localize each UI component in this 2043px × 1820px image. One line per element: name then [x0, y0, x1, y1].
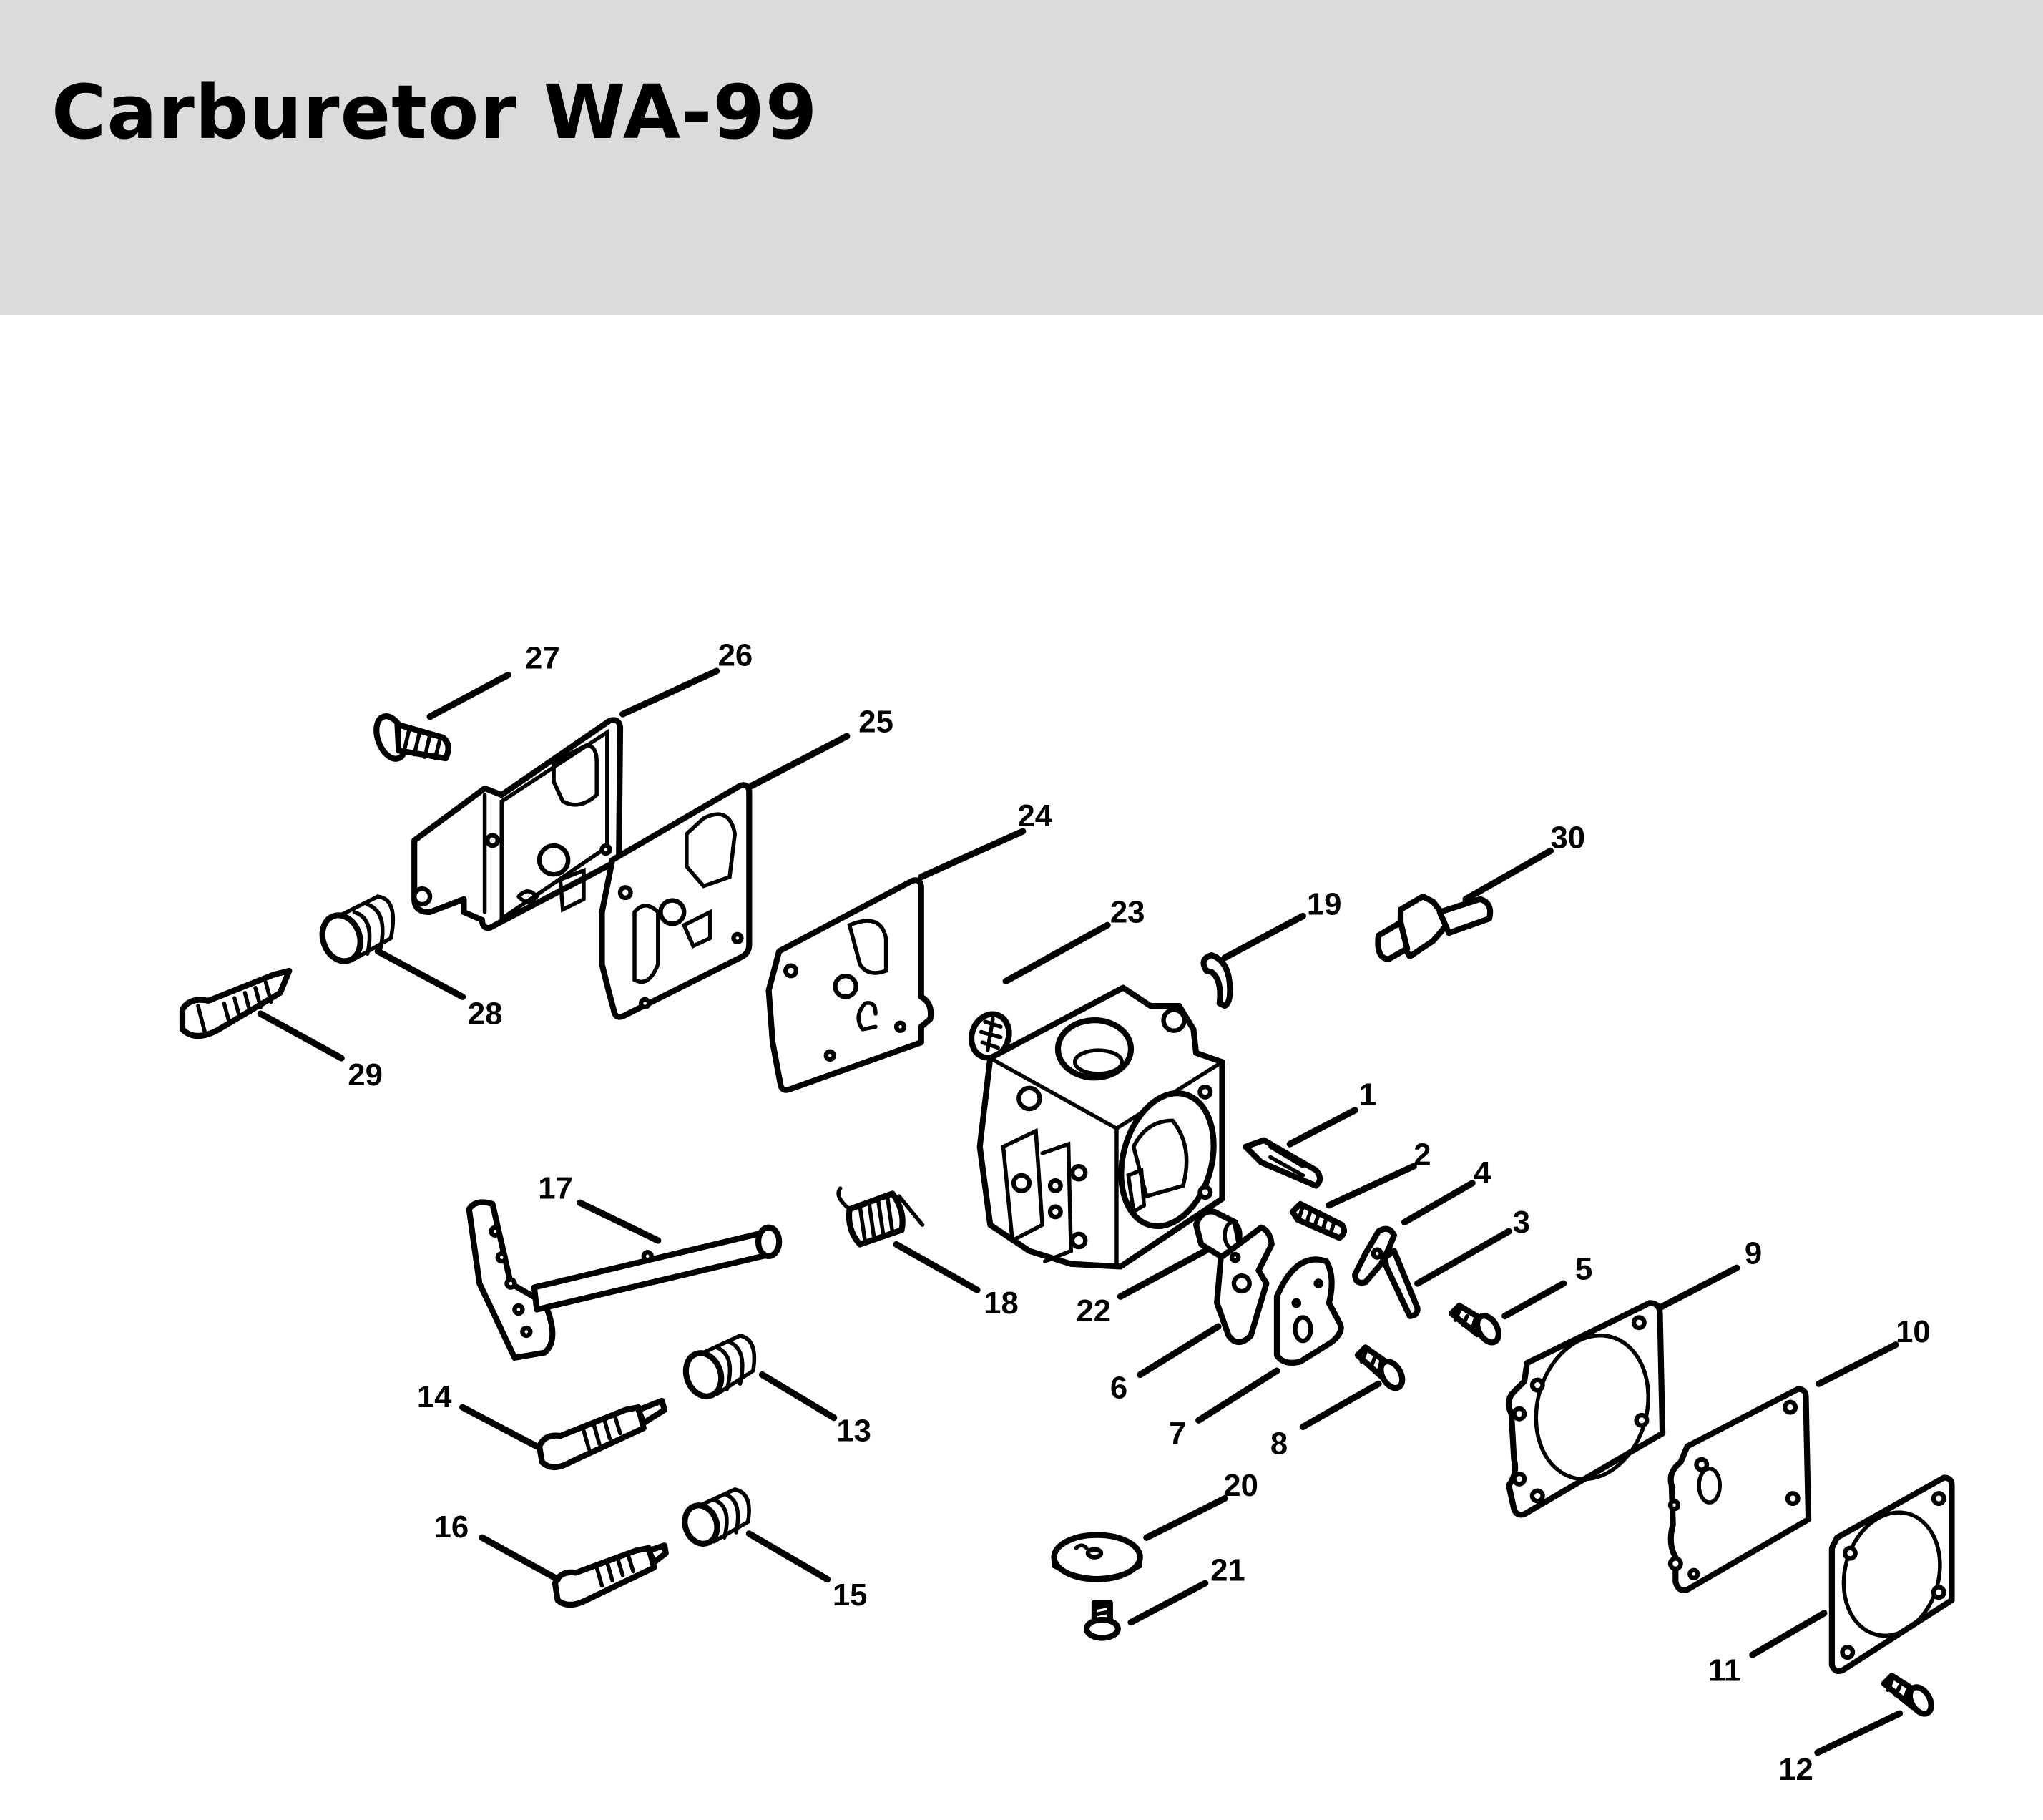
callout-30[interactable]: 30 [1550, 821, 1585, 856]
part-1-inlet-needle[interactable] [1243, 1137, 1323, 1189]
part-7-plate[interactable] [1273, 1256, 1344, 1366]
leader-26 [619, 667, 720, 718]
leader-24 [918, 828, 1027, 881]
part-18-torsion-spring[interactable] [836, 1186, 925, 1248]
callout-18[interactable]: 18 [984, 1286, 1019, 1321]
leader-14 [459, 1404, 540, 1450]
callout-15[interactable]: 15 [833, 1577, 868, 1613]
leader-30 [1462, 847, 1554, 903]
callout-28[interactable]: 28 [468, 997, 503, 1032]
part-5-screw[interactable] [1448, 1302, 1503, 1346]
leader-3 [1414, 1228, 1512, 1287]
part-16-adjusting-screw[interactable] [552, 1542, 669, 1608]
leader-10 [1816, 1341, 1899, 1387]
callout-25[interactable]: 25 [858, 705, 893, 740]
callout-27[interactable]: 27 [525, 640, 560, 675]
part-12-screw[interactable] [1881, 1673, 1936, 1717]
part-20-cap[interactable] [1051, 1532, 1143, 1582]
callout-21[interactable]: 21 [1210, 1552, 1245, 1587]
callout-20[interactable]: 20 [1223, 1468, 1258, 1503]
part-8-screw[interactable] [1354, 1344, 1406, 1391]
part-11-diaphragm-cover[interactable] [1828, 1474, 1955, 1675]
part-6-plate[interactable] [1214, 1224, 1275, 1346]
callout-1[interactable]: 1 [1359, 1077, 1376, 1112]
part-19-clip[interactable] [1200, 951, 1233, 1009]
part-2-spring[interactable] [1289, 1200, 1348, 1241]
part-13-spring[interactable] [680, 1334, 757, 1401]
callout-29[interactable]: 29 [348, 1057, 383, 1092]
leader-15 [745, 1530, 831, 1583]
leader-8 [1299, 1380, 1382, 1430]
part-3-lever-pin[interactable] [1382, 1248, 1421, 1319]
leader-12 [1814, 1710, 1904, 1756]
callout-26[interactable]: 26 [718, 638, 753, 673]
callout-12[interactable]: 12 [1778, 1752, 1813, 1787]
leader-17 [576, 1199, 662, 1244]
callout-11[interactable]: 11 [1708, 1653, 1741, 1688]
leader-23 [1002, 921, 1111, 985]
part-24-gasket[interactable] [765, 877, 934, 1093]
leader-28 [374, 948, 466, 1000]
part-14-adjusting-screw[interactable] [536, 1397, 668, 1470]
leader-13 [758, 1371, 838, 1422]
part-28-spring[interactable] [316, 894, 396, 967]
leader-1 [1286, 1107, 1358, 1148]
part-29-adjusting-screw[interactable] [179, 967, 293, 1039]
callout-17[interactable]: 17 [538, 1171, 573, 1206]
callout-6[interactable]: 6 [1110, 1370, 1127, 1405]
callout-7[interactable]: 7 [1169, 1416, 1186, 1451]
leader-11 [1749, 1610, 1828, 1658]
leader-27 [426, 671, 511, 720]
leader-2 [1326, 1163, 1417, 1209]
page-title: Carburetor WA-99 [52, 69, 818, 156]
callout-19[interactable]: 19 [1307, 887, 1342, 922]
callout-22[interactable]: 22 [1076, 1293, 1111, 1329]
leader-29 [257, 1010, 345, 1062]
leader-16 [479, 1534, 562, 1583]
callout-labels: 27 26 25 24 23 19 30 28 29 1 2 4 3 5 9 1… [348, 638, 1930, 1787]
leader-18 [893, 1241, 981, 1293]
leader-21 [1127, 1580, 1209, 1626]
leader-5 [1501, 1280, 1567, 1320]
leader-4 [1401, 1180, 1476, 1226]
part-23-fuel-screen[interactable] [966, 1009, 1015, 1063]
leader-7 [1195, 1367, 1280, 1424]
leader-19 [1221, 912, 1306, 962]
part-10-metering-diaphragm[interactable] [1667, 1386, 1812, 1593]
callout-14[interactable]: 14 [417, 1379, 452, 1414]
callout-23[interactable]: 23 [1110, 895, 1145, 930]
leader-9 [1657, 1264, 1740, 1311]
callout-3[interactable]: 3 [1513, 1205, 1530, 1240]
callout-13[interactable]: 13 [836, 1413, 871, 1448]
header-band: Carburetor WA-99 [0, 0, 2043, 315]
callout-10[interactable]: 10 [1896, 1314, 1931, 1349]
callout-24[interactable]: 24 [1018, 798, 1053, 833]
part-21-screw[interactable] [1083, 1600, 1121, 1641]
callout-9[interactable]: 9 [1745, 1236, 1762, 1271]
leader-20 [1143, 1495, 1228, 1541]
leader-22 [1117, 1247, 1209, 1300]
part-25-gasket[interactable] [599, 782, 753, 1020]
callout-16[interactable]: 16 [434, 1510, 469, 1545]
leader-25 [748, 733, 851, 789]
part-4-metering-lever[interactable] [1352, 1225, 1397, 1286]
leader-6 [1137, 1323, 1222, 1379]
callout-8[interactable]: 8 [1270, 1427, 1288, 1462]
part-carburetor-body[interactable] [976, 984, 1228, 1270]
callout-4[interactable]: 4 [1474, 1155, 1491, 1190]
callout-2[interactable]: 2 [1414, 1137, 1431, 1172]
leader-lines [257, 667, 1904, 1756]
part-26-pump-cover[interactable] [411, 717, 624, 931]
callout-5[interactable]: 5 [1575, 1252, 1592, 1287]
part-9-gasket[interactable] [1505, 1300, 1666, 1518]
part-17-throttle-shaft[interactable] [466, 1199, 783, 1361]
part-15-spring[interactable] [680, 1487, 751, 1548]
part-27-screw[interactable] [371, 713, 451, 763]
part-30-fuel-fitting[interactable] [1375, 894, 1494, 962]
